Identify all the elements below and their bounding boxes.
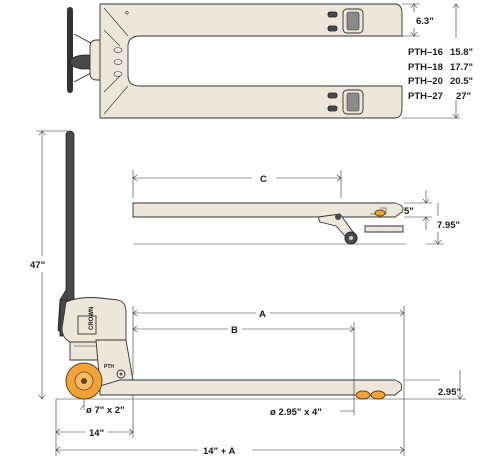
top-fork-upper: ◇ (124, 8, 364, 34)
detail-linkage (317, 207, 387, 245)
handle-height-label: 47" (30, 260, 45, 271)
dim-overall-width (402, 3, 460, 119)
spec-model-3: PTH–20 (408, 76, 443, 87)
dim-steer-wheel: ø 7" x 2" (79, 399, 125, 416)
model-badge: PTH (104, 364, 114, 370)
detail-fork-blade (132, 202, 404, 218)
fork-width-label: 6.3" (416, 16, 434, 27)
dim-overall-length: 14" + A (55, 420, 405, 457)
top-view: ◇ 6.3" PTH–16 15.8" PTH–18 17.7" PTH–20 … (67, 3, 473, 119)
dim-a-label: A (259, 309, 266, 320)
spec-value-2: 17.7" (450, 62, 473, 73)
dim-c-label: C (260, 174, 267, 185)
steer-wheel-label: ø 7" x 2" (86, 405, 125, 416)
dim-fork-height: 2.95" (404, 370, 466, 400)
dim-load-wheel: ø 2.95" x 4" (270, 395, 355, 418)
lowered-height-label: 5" (404, 206, 414, 217)
dim-a: A (132, 306, 405, 420)
top-chassis (99, 3, 403, 119)
spec-value-4: 27" (456, 91, 471, 102)
svg-text:◇: ◇ (124, 10, 129, 16)
top-chassis-pattern (103, 7, 129, 115)
dim-fork-width: 6.3" (402, 3, 434, 37)
spec-model-1: PTH–16 (408, 47, 443, 58)
brand-label: CROWN (89, 307, 95, 330)
fork-height-label: 2.95" (438, 387, 461, 398)
dim-body-length: 14" (55, 395, 134, 456)
spec-model-4: PTH–27 (408, 91, 443, 102)
spec-model-2: PTH–18 (408, 62, 443, 73)
load-wheel-label: ø 2.95" x 4" (270, 407, 322, 418)
dim-raised: 7.95" (426, 203, 460, 245)
overall-length-label: 14" + A (203, 446, 236, 456)
spec-value-3: 20.5" (450, 76, 473, 87)
top-fork-lower (327, 89, 364, 115)
side-view: CROWN PTH 47" (30, 130, 466, 457)
dim-b-label: B (231, 325, 238, 336)
steer-wheel (65, 362, 103, 400)
detail-fork-tip (364, 225, 404, 233)
spec-table: PTH–16 15.8" PTH–18 17.7" PTH–20 20.5" P… (408, 47, 473, 102)
body-length-label: 14" (89, 428, 104, 439)
side-pump-housing: CROWN (61, 297, 127, 361)
spec-value-1: 15.8" (450, 47, 473, 58)
dim-c: C (132, 170, 342, 198)
fork-detail-view: C 5" 7.95" (132, 170, 460, 245)
dim-lowered: 5" (404, 190, 432, 230)
dim-handle-height: 47" (30, 130, 68, 400)
raised-height-label: 7.95" (437, 220, 460, 231)
side-fork (99, 379, 403, 396)
dim-b: B (132, 322, 355, 395)
